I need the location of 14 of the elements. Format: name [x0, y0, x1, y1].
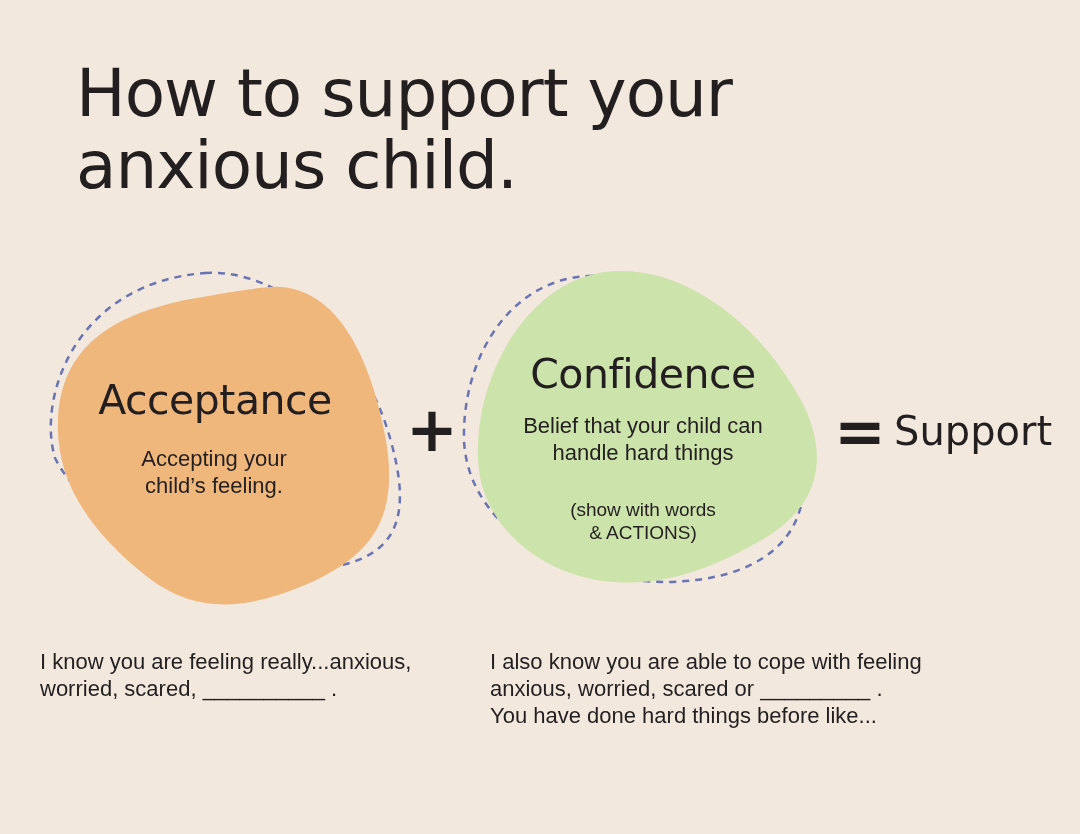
heading-text: Confidence [529, 351, 757, 397]
equals-sign: = [834, 410, 886, 454]
description-text: Belief that your child can handle hard things [522, 412, 764, 466]
sentence-text: I also know you are able to cope with feeling anxious, worried, scared or _________ . [490, 648, 923, 702]
result-text: Support [894, 408, 1053, 454]
heading-text: Acceptance [97, 377, 333, 423]
sentence-text: You have done hard things before like... [490, 702, 878, 729]
fill-in-line: _________ [760, 676, 871, 701]
title-text: How to support your anxious child. [76, 58, 734, 202]
fill-in-line: __________ [202, 676, 325, 701]
description-text: Accepting your child’s feeling. [140, 445, 288, 499]
sentence-text: I know you are feeling really...anxious, worried, scared, __________ . [40, 648, 413, 702]
plus-sign: + [406, 408, 458, 452]
note-text: (show with words & ACTIONS) [569, 498, 717, 544]
